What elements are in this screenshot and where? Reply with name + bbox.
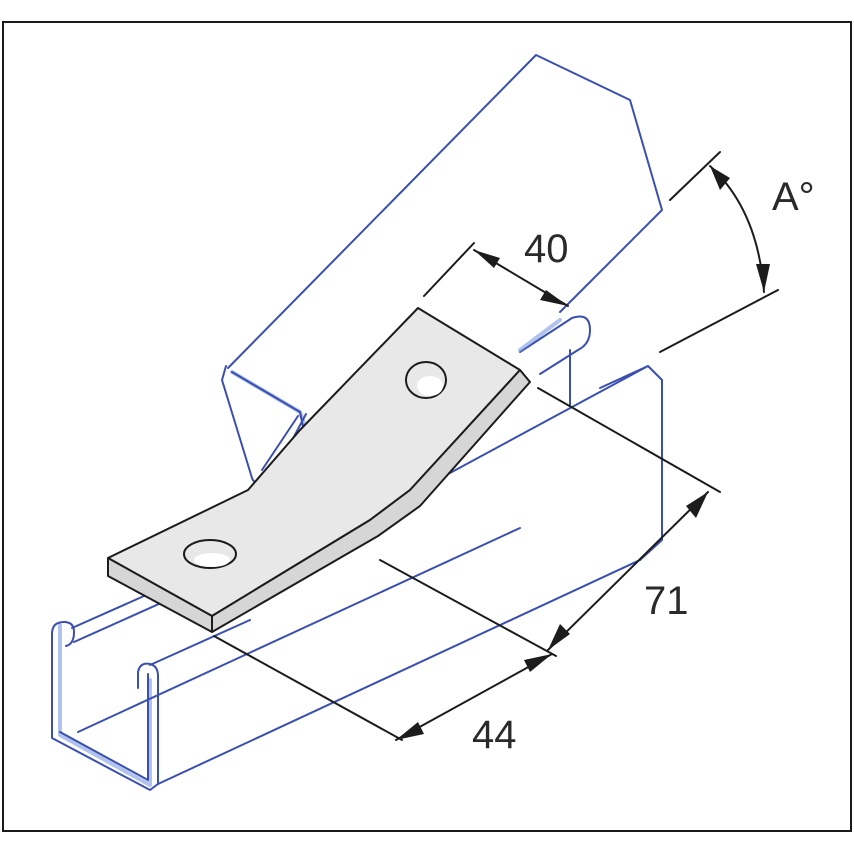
dimension-label-44: 44 [472, 713, 517, 757]
bracket-plate [107, 307, 531, 633]
dimension-71: 71 [379, 387, 721, 657]
hole-upper [405, 361, 447, 399]
dimension-40: 40 [423, 227, 569, 307]
dimension-44: 44 [213, 635, 553, 757]
dimension-label-angle: A° [772, 175, 815, 219]
dimension-label-71: 71 [644, 579, 689, 623]
hole-lower [183, 539, 237, 569]
dimension-label-40: 40 [524, 227, 569, 271]
dimension-angle: A° [659, 151, 815, 353]
